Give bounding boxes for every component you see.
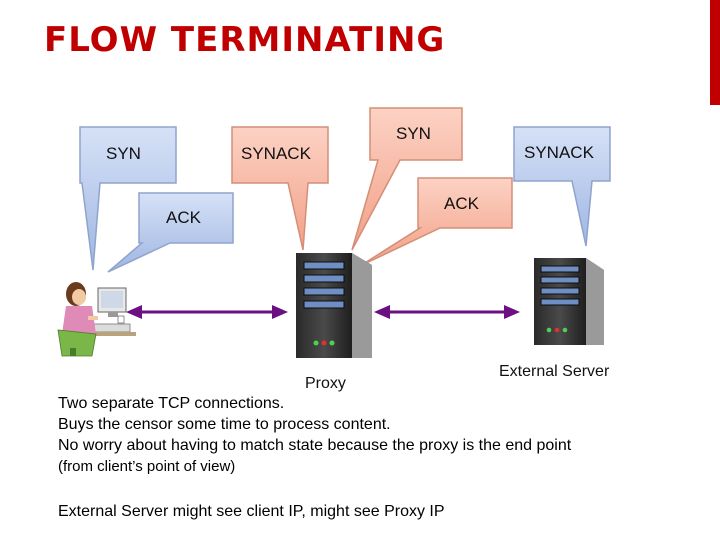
synack-bubble-middle: SYNACK (231, 126, 329, 251)
client-proxy-connection (126, 305, 288, 319)
proxy-label: Proxy (305, 375, 346, 392)
syn-bubble-left: SYN (79, 126, 177, 271)
page-title: FLOW TERMINATING (44, 20, 446, 60)
arrowhead-right-icon (272, 305, 288, 319)
proxy-server-connection (374, 305, 520, 319)
syn-left-label: SYN (106, 144, 141, 163)
client-person-icon (57, 282, 136, 357)
ack-bubble-right: ACK (359, 177, 513, 267)
accent-bar (710, 0, 720, 105)
external-server-icon (534, 258, 604, 345)
arrowhead-left-icon (374, 305, 390, 319)
body-line-2: Buys the censor some time to process con… (58, 416, 391, 433)
synack-bubble-right: SYNACK (513, 126, 611, 247)
body-line-4: (from client’s point of view) (58, 458, 236, 475)
arrowhead-left-icon (126, 305, 142, 319)
ack-right-label: ACK (444, 194, 480, 213)
synack-right-label: SYNACK (524, 143, 595, 162)
ack-bubble-left: ACK (107, 192, 234, 273)
syn-right-label: SYN (396, 124, 431, 143)
syn-bubble-right: SYN (351, 107, 463, 251)
ack-left-label: ACK (166, 208, 202, 227)
body-line-3: No worry about having to match state bec… (58, 437, 572, 454)
arrowhead-right-icon (504, 305, 520, 319)
synack-mid-label: SYNACK (241, 144, 312, 163)
body-line-5: External Server might see client IP, mig… (58, 503, 445, 520)
proxy-server-icon (296, 253, 372, 358)
body-line-1: Two separate TCP connections. (58, 395, 285, 412)
external-server-label: External Server (499, 363, 610, 380)
